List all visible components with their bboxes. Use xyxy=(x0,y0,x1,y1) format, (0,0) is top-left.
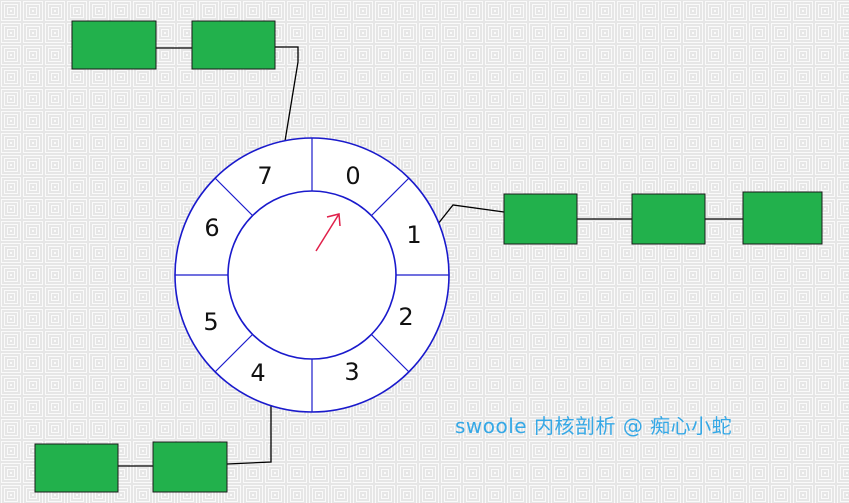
wheel-spoke xyxy=(370,333,410,373)
list-node xyxy=(503,193,578,245)
pointer-arrow-icon xyxy=(315,213,341,252)
wheel-spoke xyxy=(214,333,254,373)
slot-label-2: 2 xyxy=(398,303,413,331)
slot-label-3: 3 xyxy=(344,358,359,386)
list-node xyxy=(34,443,119,493)
list-node xyxy=(191,20,276,70)
list-node xyxy=(152,441,228,493)
list-node xyxy=(631,193,706,245)
list-node xyxy=(742,191,823,245)
slot-label-7: 7 xyxy=(257,162,272,190)
connector-line xyxy=(275,46,299,142)
slot-label-6: 6 xyxy=(204,214,219,242)
wheel-spoke xyxy=(370,177,410,217)
slot-label-5: 5 xyxy=(203,308,218,336)
wheel-spoke xyxy=(214,177,254,217)
list-node xyxy=(71,20,157,70)
slot-label-4: 4 xyxy=(250,359,265,387)
connector-line xyxy=(226,383,272,465)
watermark-caption: swoole 内核剖析 @ 痴心小蛇 xyxy=(455,414,733,438)
slot-label-1: 1 xyxy=(406,221,421,249)
slot-label-0: 0 xyxy=(345,162,360,190)
